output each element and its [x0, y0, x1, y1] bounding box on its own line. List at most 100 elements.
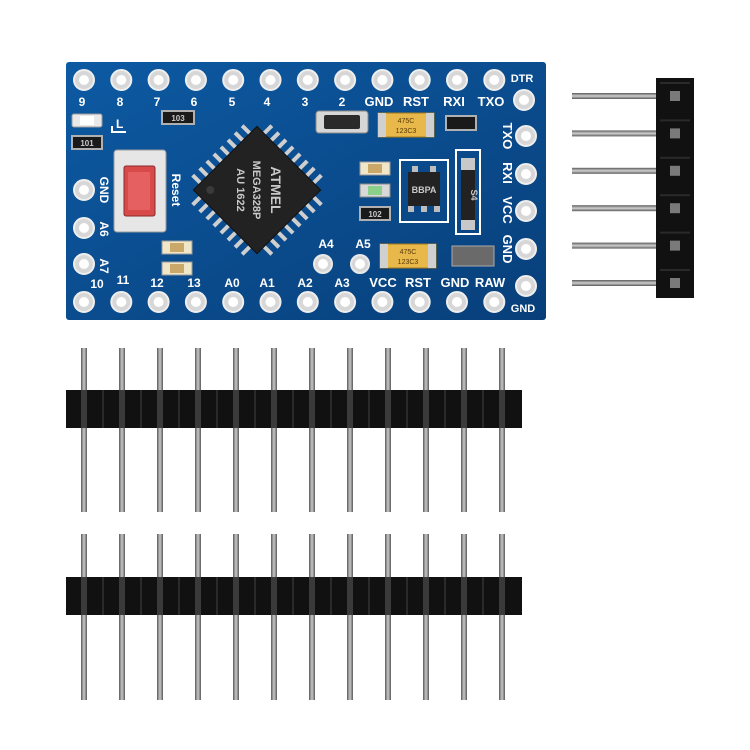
top-pin-holes	[73, 69, 535, 111]
label-pin-7: 7	[154, 95, 161, 109]
pin-hole-top-1	[73, 69, 95, 91]
pin-hole-top-10	[408, 69, 431, 91]
strip-2-pin-5	[233, 534, 239, 700]
tantalum-cap-bottom: 475C 123C3	[379, 243, 437, 269]
strip-1-pin-9	[385, 348, 391, 512]
pin-hole-bottom-6	[259, 291, 282, 313]
pin-hole-bottom-2	[110, 291, 133, 313]
pin-hole-bottom-7	[296, 291, 319, 313]
atmega-chip: ATMEL MEGA328P AU 1622	[191, 124, 323, 256]
strip-1-pin-11	[461, 348, 467, 512]
strip-1-pin-5	[233, 348, 239, 512]
label-pin-vcc-bottom: VCC	[369, 275, 397, 290]
label-pin-5: 5	[229, 95, 236, 109]
label-pin-a5: A5	[355, 237, 371, 251]
pro-mini-board: 9 8 7 6 5 4 3 2 GND RST RXI TXO DTR TXO …	[66, 62, 546, 320]
label-side-rxi: RXI	[500, 162, 515, 184]
label-pin-9: 9	[79, 95, 86, 109]
label-side-vcc: VCC	[500, 196, 515, 224]
tantalum-cap-top: 475C 123C3	[377, 112, 435, 138]
pin-hole-top-2	[110, 69, 133, 91]
resistor-101	[71, 135, 103, 150]
right-angle-pin-1	[572, 93, 684, 99]
svg-text:103: 103	[171, 114, 185, 123]
pin-hole-bottom-11	[446, 291, 468, 313]
label-pin-a2: A2	[297, 276, 313, 290]
label-pin-8: 8	[117, 95, 124, 109]
strip-2-pin-11	[461, 534, 467, 700]
label-left-a7: A7	[97, 258, 111, 274]
strip-2-pin-3	[157, 534, 163, 700]
right-angle-header	[572, 78, 694, 298]
pin-hole-bottom-3	[147, 291, 170, 313]
label-pin-a3: A3	[334, 276, 350, 290]
strip-2-pin-2	[119, 534, 125, 700]
label-left-a6: A6	[97, 221, 111, 237]
strip-1-pin-3	[157, 348, 163, 512]
left-side-labels: GND A6 A7	[97, 177, 111, 274]
pin-hole-dtr	[513, 89, 535, 111]
label-pin-rxi-top: RXI	[443, 94, 465, 109]
strip-2-pin-10	[423, 534, 429, 700]
pin-hole-top-6	[259, 69, 282, 91]
right-side-labels: TXO RXI VCC GND	[500, 123, 515, 264]
label-dtr: DTR	[511, 73, 534, 85]
pin-hole-right-4	[515, 238, 537, 260]
right-pin-holes	[515, 125, 537, 297]
right-angle-header-plastic	[656, 78, 694, 298]
label-pin-2: 2	[339, 95, 346, 109]
pin-hole-right-5	[515, 275, 537, 297]
chip-brand: ATMEL	[268, 166, 284, 214]
strip-1-pin-7	[309, 348, 315, 512]
strip-1-pin-6	[271, 348, 277, 512]
pin-hole-left-1	[73, 179, 95, 201]
pin-hole-bottom-4	[184, 291, 207, 313]
label-pin-a0: A0	[224, 276, 240, 290]
label-pin-a1: A1	[259, 276, 275, 290]
pin-hole-top-11	[446, 69, 468, 91]
right-angle-pin-2	[572, 130, 684, 137]
pin-hole-bottom-12	[483, 291, 506, 313]
right-angle-pin-6	[572, 280, 684, 286]
cap-top-code-1: 475C	[398, 118, 415, 125]
pin-hole-top-5	[222, 69, 245, 91]
pin-hole-bottom-9	[371, 291, 394, 313]
strip-2-pin-8	[347, 534, 353, 700]
pin-hole-left-3	[73, 253, 95, 275]
top-row-labels: 9 8 7 6 5 4 3 2 GND RST RXI TXO DTR	[79, 73, 534, 109]
label-gnd-corner: GND	[511, 303, 536, 315]
pin-hole-top-9	[371, 69, 394, 91]
label-pin-a4: A4	[318, 237, 334, 251]
label-pin-rst-bottom: RST	[405, 275, 431, 290]
strip-1-pin-10	[423, 348, 429, 512]
straight-header-strip-1	[66, 348, 522, 512]
bottom-row-labels: 10 11 12 13 A0 A1 A2 A3 VCC RST GND RAW …	[90, 237, 535, 315]
strip-1-pin-12	[499, 348, 505, 512]
pin-hole-right-3	[515, 200, 537, 222]
label-pin-rst-top: RST	[403, 94, 429, 109]
strip-2-pin-6	[271, 534, 277, 700]
strip-2-pin-12	[499, 534, 505, 700]
pin-hole-bottom-8	[334, 291, 357, 313]
label-pin-12: 12	[150, 276, 164, 290]
pin-hole-right-1	[515, 125, 537, 147]
right-angle-pin-5	[572, 242, 684, 249]
label-pin-3: 3	[302, 95, 309, 109]
pin-hole-top-12	[483, 69, 506, 91]
strip-1-pin-2	[119, 348, 125, 512]
pin-hole-bottom-1	[73, 291, 95, 313]
pin-hole-bottom-5	[222, 291, 245, 313]
reset-button: Reset	[113, 149, 183, 233]
right-angle-pin-3	[572, 167, 684, 174]
crystal	[315, 110, 369, 134]
straight-header-strip-2	[66, 534, 522, 700]
pin-hole-bottom-10	[408, 291, 431, 313]
label-left-gnd: GND	[97, 177, 111, 204]
strip-1-pin-1	[81, 348, 87, 512]
pin-hole-right-2	[515, 163, 537, 185]
strip-2-pin-7	[309, 534, 315, 700]
strip-2-pin-9	[385, 534, 391, 700]
label-pin-10: 10	[90, 277, 104, 291]
led-area: L 101 103	[71, 110, 195, 150]
resistor-103	[161, 110, 195, 125]
